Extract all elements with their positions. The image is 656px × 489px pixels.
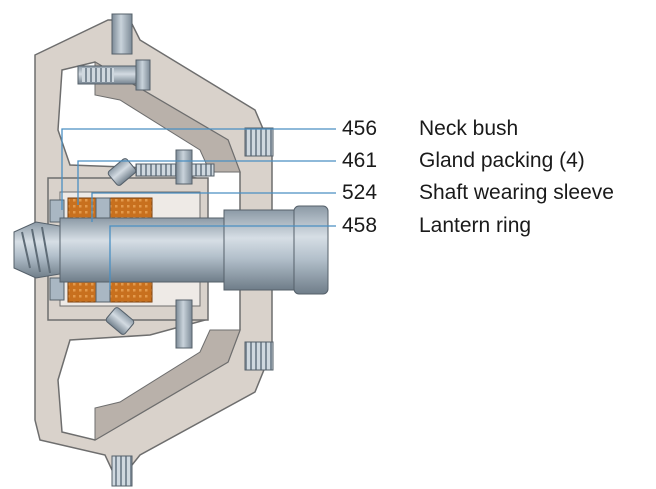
gland-nut-lower [175, 299, 193, 349]
shaft-nut-thread [21, 226, 51, 274]
lantern-ring-bottom [95, 281, 111, 303]
top-bolt-thread [82, 68, 114, 82]
gland-stud [135, 163, 215, 177]
flange-stud-bottom [111, 455, 133, 487]
leader-line-lantern-ring [109, 225, 336, 290]
housing-inner-shade-bottom [94, 329, 241, 441]
neck-bush-bottom [49, 277, 65, 301]
leader-line-shaft-sleeve [91, 192, 336, 222]
legend-label: Neck bush [419, 117, 519, 140]
legend-number: 461 [342, 149, 378, 172]
legend-number: 456 [342, 117, 378, 140]
shaft-nut [13, 221, 61, 279]
flange-bolt-bottom [244, 341, 274, 371]
lantern-ring-top [95, 197, 111, 219]
shaft-wearing-sleeve [59, 217, 231, 283]
leader-lines [61, 128, 336, 290]
legend-number: 524 [342, 181, 378, 204]
legend-label: Gland packing (4) [419, 149, 585, 172]
flange-bolt-top [244, 127, 274, 157]
neck-bush-top [49, 199, 65, 223]
shaft-end [293, 205, 329, 295]
grease-nipple-top [107, 158, 137, 186]
legend-number: 458 [342, 214, 378, 237]
shaft [223, 209, 297, 291]
legend-label: Lantern ring [419, 214, 532, 237]
top-bolt-head [135, 59, 151, 91]
leader-line-neck-bush [61, 128, 336, 210]
gland-nut [175, 149, 193, 185]
grease-nipple-bottom [105, 307, 135, 335]
flange-stud-top [111, 13, 133, 55]
leader-line-gland-packing [77, 160, 336, 205]
legend-label: Shaft wearing sleeve [419, 181, 614, 204]
